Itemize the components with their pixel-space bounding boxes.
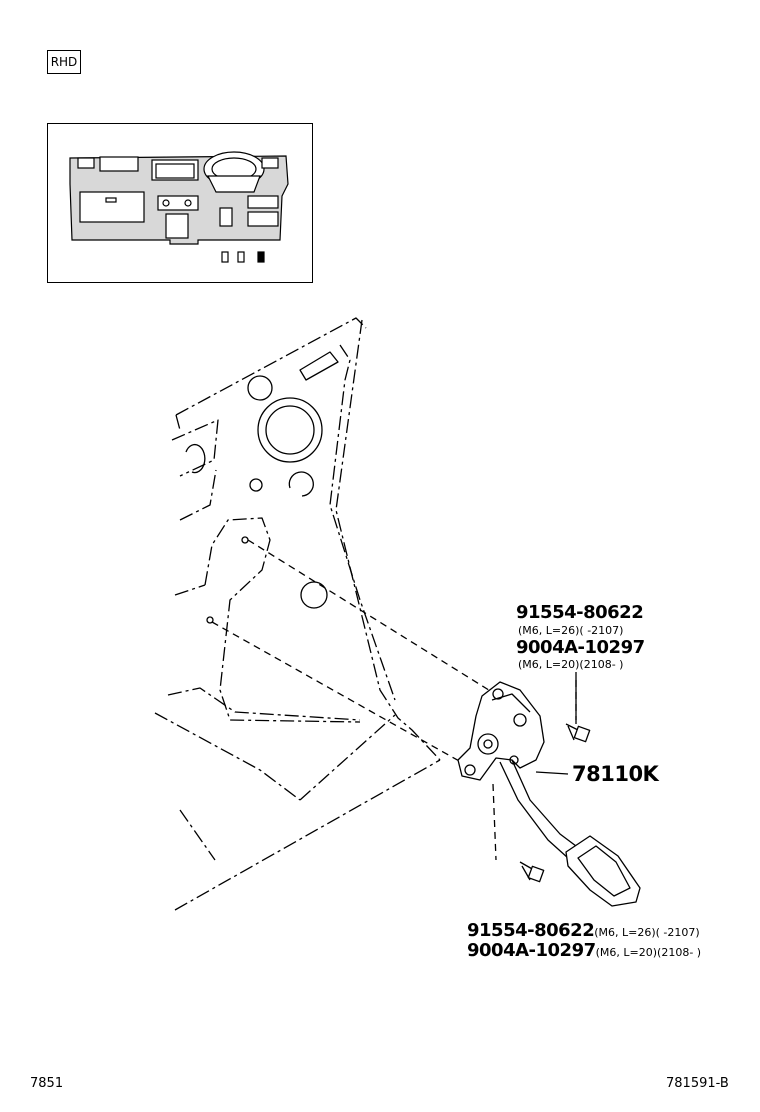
firewall-holes	[185, 351, 339, 624]
dashboard-locator-inset	[47, 123, 313, 283]
spec-bottom-a: (M6, L=26)( -2107)	[594, 926, 700, 939]
section-code: 7851	[30, 1076, 64, 1091]
accelerator-pedal-assembly	[457, 681, 641, 907]
spec-top-b: (M6, L=20)(2108- )	[518, 658, 624, 671]
spec-top-a: (M6, L=26)( -2107)	[518, 624, 624, 637]
dashboard-locator-drawing	[69, 151, 289, 263]
callout-bottom-a: 91554-80622(M6, L=26)( -2107)	[467, 920, 700, 941]
callout-line-78110k	[535, 771, 569, 775]
firewall-outline	[154, 317, 441, 911]
callout-bottom-b: 9004A-10297(M6, L=20)(2108- )	[467, 940, 701, 961]
part-number-bottom-a: 91554-80622	[467, 920, 595, 941]
part-number-bottom-b: 9004A-10297	[467, 940, 596, 961]
bolt-icon	[565, 723, 591, 743]
rhd-badge: RHD	[47, 50, 81, 74]
part-number-top-a: 91554-80622	[516, 602, 644, 623]
illustration-id: 781591-B	[666, 1076, 729, 1091]
part-number-top-b: 9004A-10297	[516, 637, 645, 658]
bolt-icon	[519, 861, 545, 883]
spec-bottom-b: (M6, L=20)(2108- )	[595, 946, 702, 959]
part-number-pedal-assembly: 78110K	[572, 762, 659, 786]
